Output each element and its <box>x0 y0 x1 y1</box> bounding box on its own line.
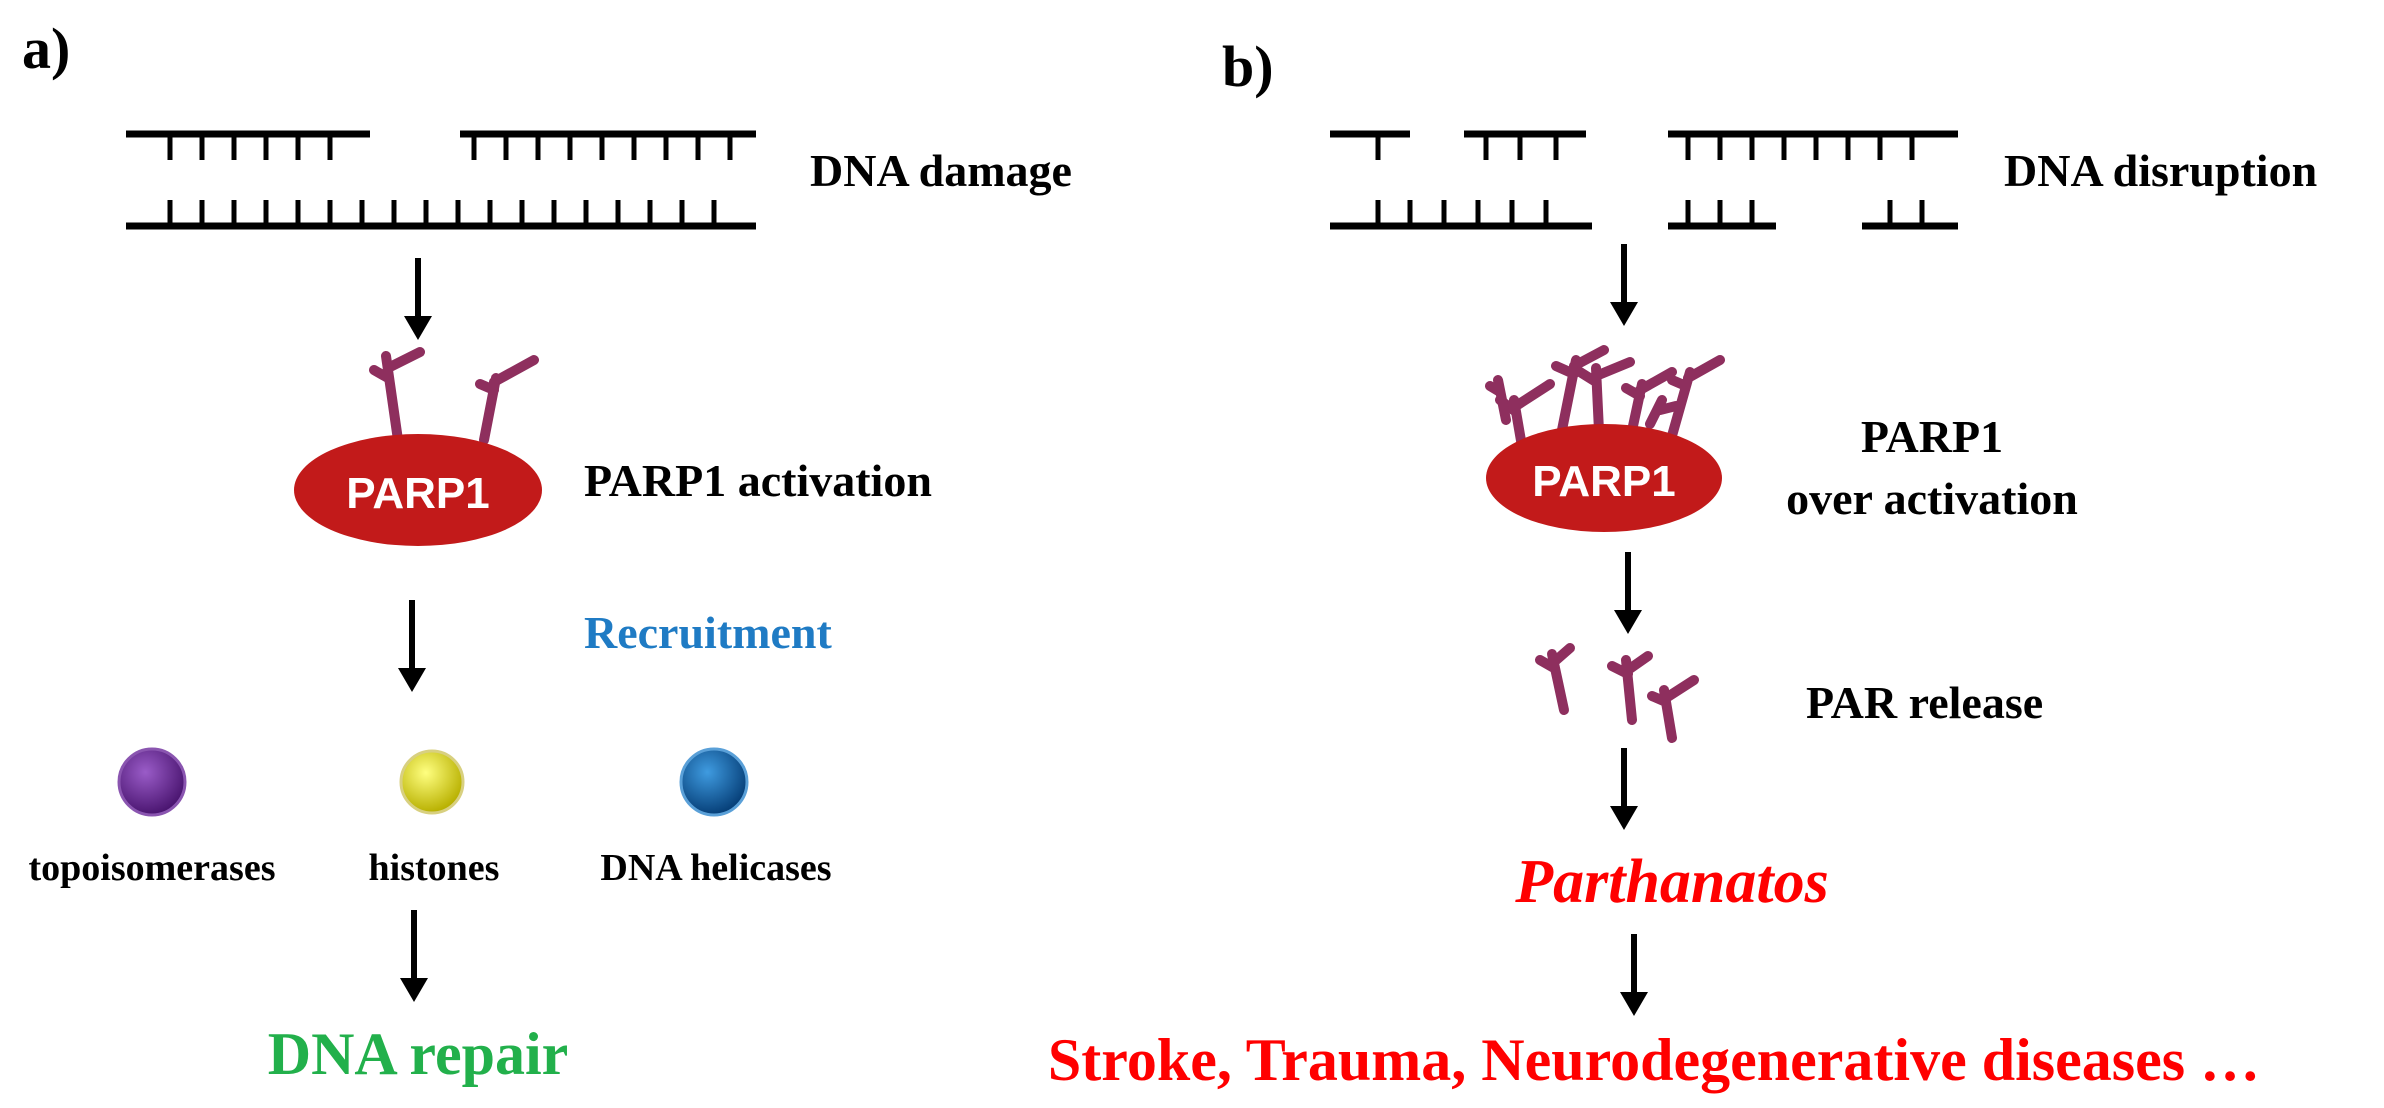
parp1-overactivation-line2: over activation <box>1786 473 2078 524</box>
arrow-to-diseases <box>1620 934 1648 1016</box>
parp1-label-b: PARP1 <box>1532 457 1675 506</box>
panel-a: a) DNA damage PARP1 PARP1 activation <box>22 16 1072 1087</box>
parp1-activation-label: PARP1 activation <box>584 455 932 506</box>
dna-repair-label: DNA repair <box>268 1021 569 1087</box>
par-release-label: PAR release <box>1806 677 2043 728</box>
dna-disruption-label: DNA disruption <box>2004 145 2317 196</box>
arrow-to-parp1 <box>404 258 432 340</box>
panel-b-label: b) <box>1222 34 1274 99</box>
parp1-enzyme-b: PARP1 <box>1486 424 1722 532</box>
histones-label: histones <box>369 847 500 889</box>
parp1-enzyme-a: PARP1 <box>294 434 542 546</box>
recruited-proteins: topoisomerases histones DNA helicases <box>29 747 832 889</box>
dna-disruption-strand <box>1330 130 1958 230</box>
dna-helicases-label: DNA helicases <box>600 847 831 889</box>
arrow-to-recruitment <box>398 600 426 692</box>
diseases-label: Stroke, Trauma, Neurodegenerative diseas… <box>1048 1027 2260 1093</box>
released-par-fragments <box>1535 643 1699 743</box>
arrow-to-parp1-b <box>1610 244 1638 326</box>
dna-helicases-sphere <box>679 747 749 817</box>
recruitment-label: Recruitment <box>584 607 832 658</box>
dna-damage-strand <box>126 130 756 230</box>
par-chains-a <box>369 347 539 445</box>
parthanatos-label: Parthanatos <box>1514 848 1829 916</box>
arrow-to-par-release <box>1614 552 1642 634</box>
topoisomerases-label: topoisomerases <box>29 847 276 889</box>
panel-a-label: a) <box>22 16 70 81</box>
arrow-to-repair <box>400 910 428 1002</box>
panel-b: b) DNA disruption <box>1048 34 2317 1093</box>
arrow-to-parthanatos <box>1610 748 1638 830</box>
parp1-overactivation-line1: PARP1 <box>1861 411 2003 462</box>
parp1-label-a: PARP1 <box>346 469 489 518</box>
dna-damage-label: DNA damage <box>810 145 1072 196</box>
topoisomerases-sphere <box>117 747 187 817</box>
histones-sphere <box>399 749 465 815</box>
